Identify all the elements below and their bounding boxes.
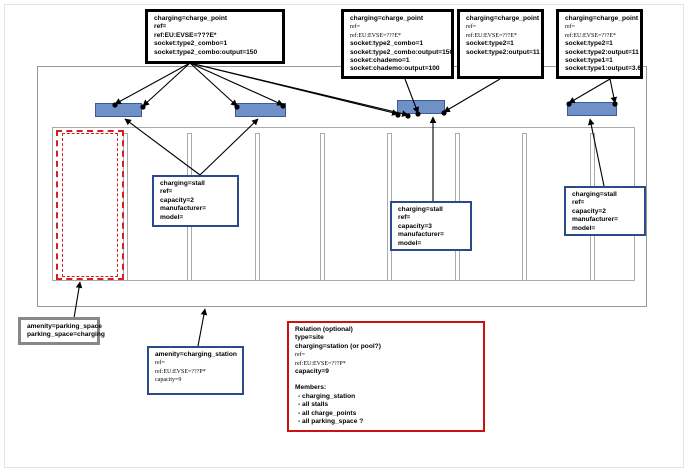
charge-point-ref: ref= [565, 24, 576, 31]
relation-charging: charging=station (or pool?) [295, 342, 381, 350]
charge-point-evse: ref:EU:EVSE=???E* [565, 32, 617, 39]
stall-line: charging=stall [398, 206, 443, 213]
stall-line: ref= [572, 199, 585, 207]
stall-line: ref= [160, 188, 173, 196]
charge-point-box-4[interactable]: charging=charge_point ref= ref:EU:EVSE=?… [556, 9, 643, 79]
stall-line: manufacturer= [572, 216, 618, 224]
charge-point-title: charging=charge_point [350, 15, 424, 22]
station-capacity: capacity=9 [155, 377, 182, 384]
charge-point-line: socket:type2:output=11 [565, 48, 639, 56]
charge-point-line: socket:chademo:output=100 [350, 65, 440, 73]
stall-line: ref= [398, 214, 411, 222]
connector-line [142, 62, 191, 107]
stall-box-3[interactable]: charging=stall ref= capacity=2 manufactu… [564, 186, 646, 236]
relation-title: Relation (optional) [295, 326, 353, 333]
connector-line [189, 62, 409, 117]
stall-line: charging=stall [160, 180, 205, 187]
stall-line: capacity=2 [572, 207, 606, 215]
charge-point-title: charging=charge_point [154, 15, 228, 22]
charge-point-box-3[interactable]: charging=charge_point ref= ref:EU:EVSE=?… [457, 9, 544, 79]
relation-member: - charging_station [298, 392, 356, 400]
charging-device-2[interactable] [235, 103, 286, 117]
charge-point-line: socket:type2_combo:output=150 [350, 48, 454, 56]
relation-evse: ref:EU:EVSE=???P* [295, 360, 346, 367]
charging-station-box[interactable]: amenity=charging_station ref= ref:EU:EVS… [147, 346, 244, 395]
connector-line [443, 78, 501, 113]
station-title: amenity=charging_station [155, 351, 237, 358]
charge-point-title: charging=charge_point [565, 15, 639, 22]
charge-point-line: socket:type1:output=3.6 [565, 65, 642, 73]
connector-line [124, 118, 201, 176]
charge-point-evse: ref:EU:EVSE=???E* [350, 32, 402, 39]
relation-ref: ref= [295, 352, 306, 359]
station-ref: ref= [155, 360, 166, 367]
charge-point-line: ref= [154, 23, 167, 31]
connector-line [189, 62, 284, 106]
charge-point-line: socket:type1=1 [565, 57, 613, 65]
charge-point-box-1[interactable]: charging=charge_point ref= ref:EU:EVSE=?… [145, 9, 285, 64]
stall-box-2[interactable]: charging=stall ref= capacity=3 manufactu… [390, 201, 472, 251]
parking-space-box[interactable]: amenity=parking_space parking_space=char… [18, 317, 105, 345]
stall-line: capacity=3 [398, 222, 432, 230]
stall-line: charging=stall [572, 191, 617, 198]
stall-line: manufacturer= [398, 231, 444, 239]
diagram-frame [4, 4, 684, 468]
stall-line: model= [398, 239, 422, 247]
charge-point-box-2[interactable]: charging=charge_point ref= ref:EU:EVSE=?… [341, 9, 454, 79]
charge-point-ref: ref= [350, 24, 361, 31]
charge-point-ref: ref= [466, 24, 477, 31]
charge-point-line: socket:type2:output=11 [466, 48, 540, 56]
connector-line [199, 118, 259, 176]
connector-line [568, 78, 611, 104]
connector-line [609, 78, 618, 104]
stall-line: model= [572, 224, 596, 232]
charge-point-line: socket:type2_combo=1 [154, 40, 228, 48]
selected-parking-space-inner [62, 133, 118, 277]
relation-box[interactable]: Relation (optional) type=site charging=s… [287, 321, 485, 432]
space-divider [522, 133, 527, 281]
relation-capacity: capacity=9 [295, 368, 329, 376]
connector-line [587, 118, 605, 187]
charge-point-line: socket:type2=1 [466, 40, 514, 48]
space-divider [255, 133, 260, 281]
connector-line [197, 308, 208, 347]
station-evse: ref:EU:EVSE=???P* [155, 368, 206, 375]
relation-members-title: Members: [295, 384, 327, 392]
charge-point-line: socket:type2_combo:output=150 [154, 48, 258, 56]
parking-line: parking_space=charging [27, 331, 105, 339]
stall-box-1[interactable]: charging=stall ref= capacity=2 manufactu… [152, 175, 239, 227]
connector-line [73, 281, 83, 319]
charge-point-title: charging=charge_point [466, 15, 540, 22]
charge-point-line: socket:type2=1 [565, 40, 613, 48]
relation-member: - all charge_points [298, 409, 357, 417]
charge-point-line: socket:chademo=1 [350, 57, 410, 65]
relation-type: type=site [295, 334, 324, 342]
stall-line: model= [160, 213, 184, 221]
relation-member: - all stalls [298, 401, 329, 409]
charging-device-4[interactable] [567, 102, 617, 116]
space-divider [320, 133, 325, 281]
stall-line: capacity=2 [160, 196, 194, 204]
parking-line: amenity=parking_space [27, 323, 102, 330]
stall-line: manufacturer= [160, 205, 206, 213]
selected-parking-space[interactable] [56, 130, 124, 280]
connector-line [189, 62, 238, 107]
charge-point-line: socket:type2_combo=1 [350, 40, 424, 48]
relation-member: - all parking_space ? [298, 418, 364, 426]
charge-point-line: ref:EU:EVSE=???E* [154, 31, 217, 39]
connector-line [114, 62, 191, 105]
connector-line [404, 78, 419, 114]
charge-point-evse: ref:EU:EVSE=???E* [466, 32, 518, 39]
